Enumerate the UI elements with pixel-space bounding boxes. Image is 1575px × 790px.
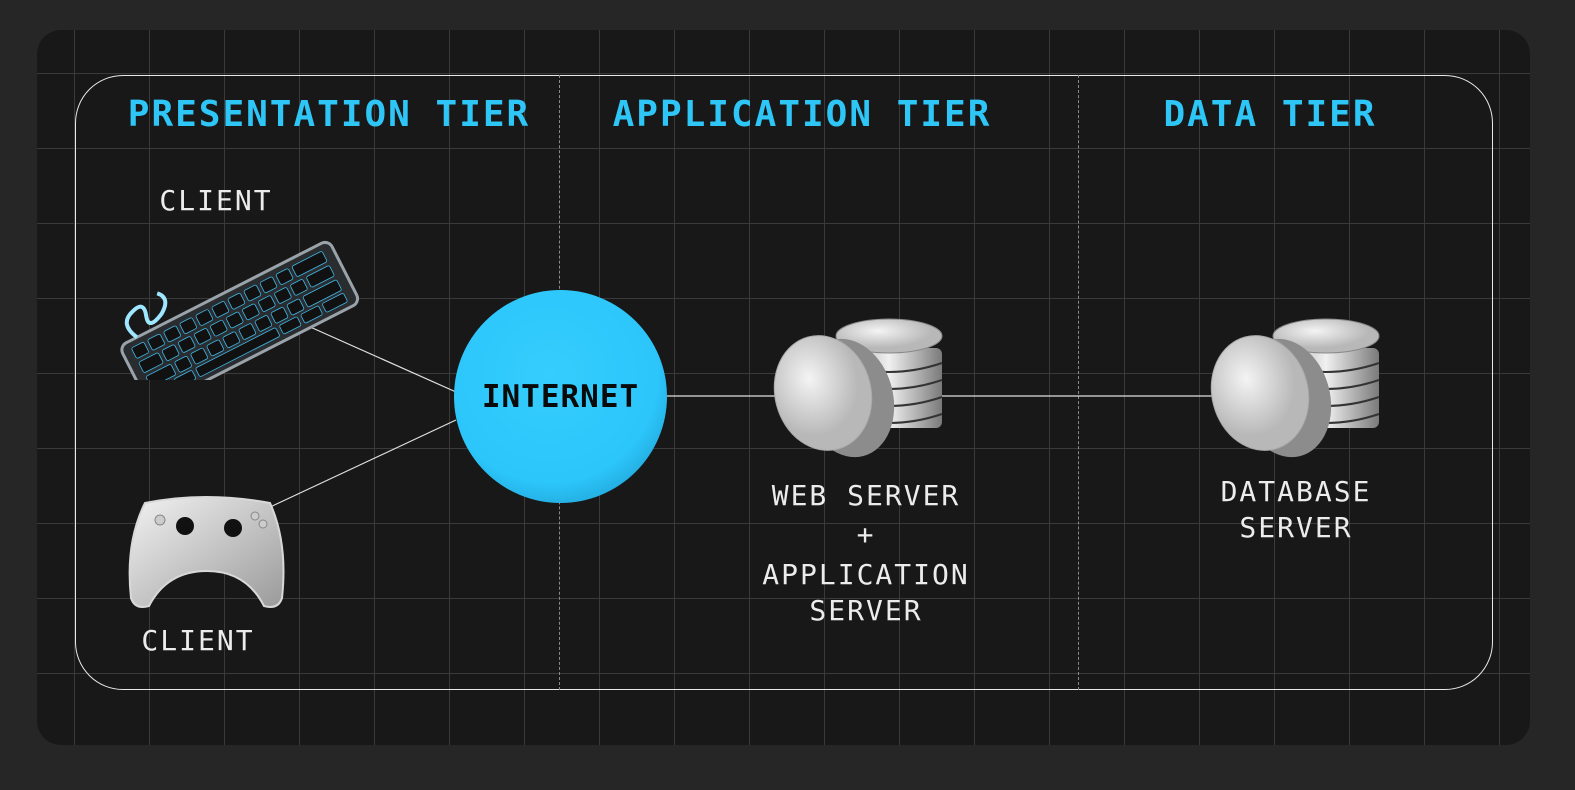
web-server-disks-icon [773,318,943,458]
internet-label: INTERNET [481,378,640,415]
architecture-frame [75,75,1493,690]
connector-controller-internet [267,419,457,509]
database-server-disks-icon [1210,318,1380,458]
web-server-label-plus: + [856,518,876,551]
presentation-tier-heading: PRESENTATION TIER [127,94,531,135]
web-server-label-line4: SERVER [809,594,923,627]
keyboard-icon [120,240,360,380]
game-controller-icon [128,496,285,608]
web-server-label-line1: WEB SERVER [771,479,961,512]
web-server-label-line3: APPLICATION [762,558,970,591]
database-server-label-line1: DATABASE [1220,475,1372,508]
application-tier-heading: APPLICATION TIER [612,94,992,135]
database-server-label-line2: SERVER [1239,511,1353,544]
tier-divider [1078,75,1079,690]
internet-node: INTERNET [454,290,667,503]
connector-keyboard-internet [289,317,457,393]
data-tier-heading: DATA TIER [1163,94,1377,135]
client-keyboard-label: CLIENT [159,184,273,217]
client-controller-label: CLIENT [141,624,255,657]
